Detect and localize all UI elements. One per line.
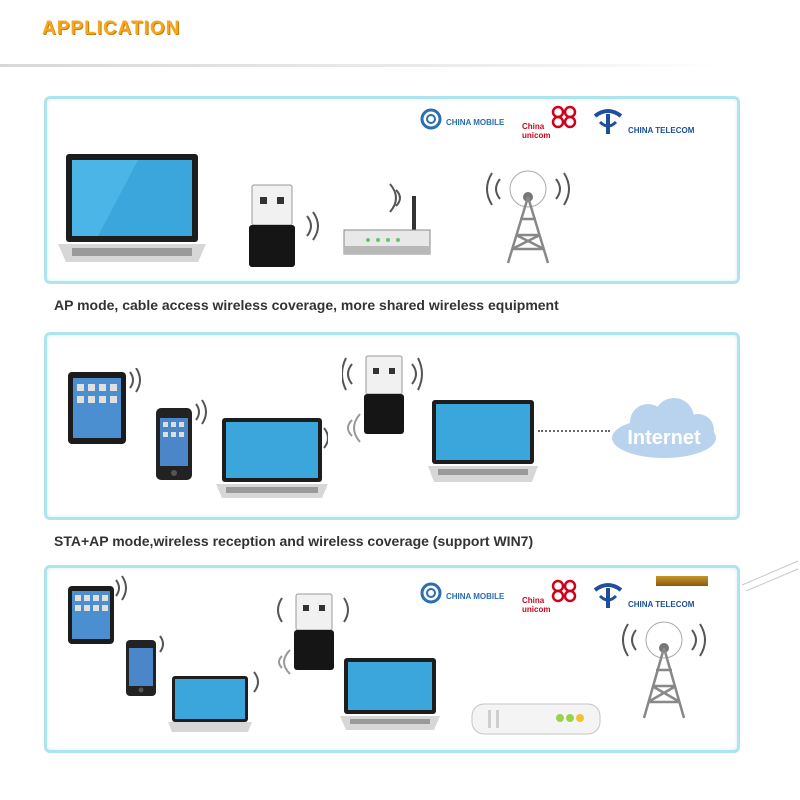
china-unicom-label-2: unicom [522,131,551,140]
wired-connection-line [538,430,610,432]
usb-wifi-adapter-icon [342,355,423,434]
smartphone-icon [156,399,207,480]
caption-sta-ap-mode: STA+AP mode,wireless reception and wirel… [54,533,534,549]
modem-icon [471,703,601,735]
china-unicom-label-1: China [522,596,545,605]
china-telecom-label: CHINA TELECOM [628,600,695,609]
decorative-strip [656,576,708,586]
laptop-icon [216,418,328,498]
china-telecom-label: CHINA TELECOM [628,126,695,135]
china-telecom-logo-icon [593,583,623,608]
title-divider [0,64,720,67]
carrier-logos: CHINA MOBILE China unicom CHINA TELECOM [420,578,720,618]
china-unicom-logo-icon [551,579,577,603]
carrier-logos: CHINA MOBILE China unicom CHINA TELECOM [420,104,720,144]
router-icon [343,183,431,255]
laptop-icon [340,658,440,730]
usb-wifi-adapter-icon [249,184,295,267]
wifi-signal-icon [306,211,319,241]
china-mobile-logo-icon [420,108,442,130]
china-unicom-logo-icon [551,105,577,129]
china-unicom-label-1: China [522,122,545,131]
page-title: APPLICATION [42,18,181,39]
tablet-icon [68,368,141,444]
caption-ap-mode: AP mode, cable access wireless coverage,… [54,297,559,313]
china-mobile-logo-icon [420,582,442,604]
laptop-icon [168,671,259,732]
decorative-lines [741,560,799,592]
wireless-wave-icon [278,649,291,675]
china-mobile-label: CHINA MOBILE [446,592,505,601]
china-telecom-logo-icon [593,109,623,134]
tablet-icon [68,575,127,644]
usb-wifi-adapter-icon [277,593,349,670]
smartphone-icon [126,635,164,696]
laptop-icon [58,154,206,262]
cell-tower-icon [486,170,570,264]
cell-tower-icon [622,621,706,719]
china-mobile-label: CHINA MOBILE [446,118,505,127]
laptop-icon [428,400,538,482]
china-unicom-label-2: unicom [522,605,551,614]
wireless-wave-icon [347,413,361,443]
internet-cloud-icon: Internet [612,398,716,458]
internet-label: Internet [627,427,701,449]
